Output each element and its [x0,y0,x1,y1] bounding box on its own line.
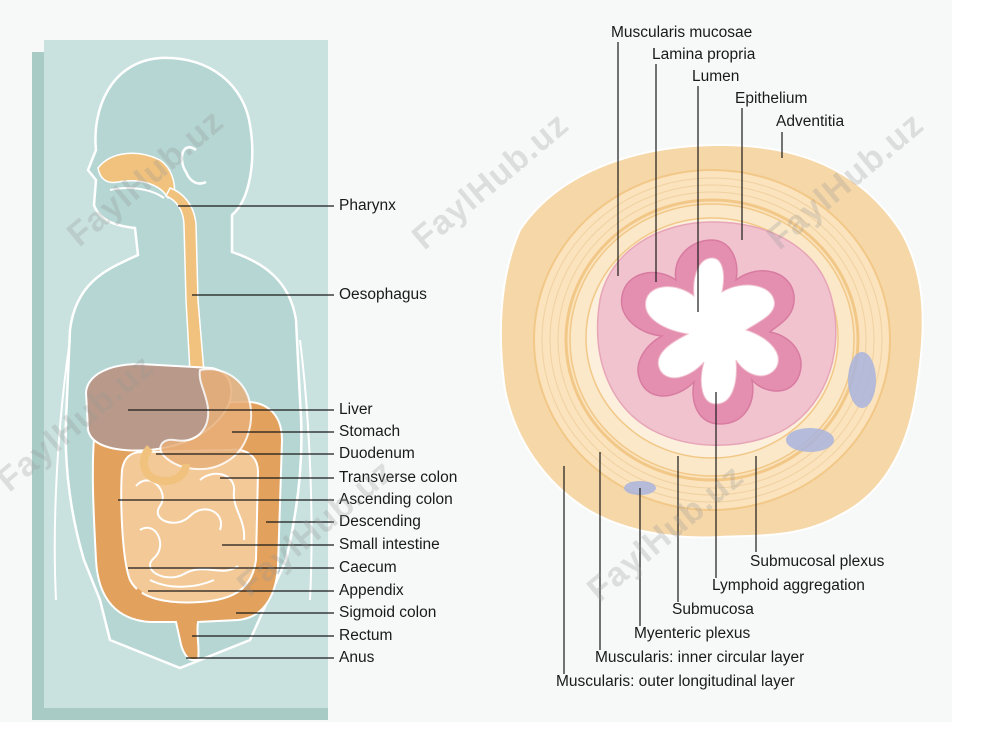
ear-outline [180,146,207,185]
arm-outline-left [53,339,71,601]
myenteric-plexus-band [564,198,860,482]
label-ascending-colon: Ascending colon [339,491,453,508]
label-lymphoid-aggregation: Lymphoid aggregation [712,577,865,594]
label-transverse-colon: Transverse colon [339,469,458,486]
label-muscularis-inner: Muscularis: inner circular layer [595,649,805,666]
label-myenteric-plexus: Myenteric plexus [634,625,751,642]
label-duodenum: Duodenum [339,445,415,462]
label-lamina-propria: Lamina propria [652,46,756,63]
duodenum [139,445,190,485]
label-anus: Anus [339,649,375,666]
label-sigmoid-colon: Sigmoid colon [339,604,437,621]
label-stomach: Stomach [339,423,401,440]
leader-lines [118,42,783,674]
label-liver: Liver [339,401,373,418]
label-pharynx: Pharynx [339,197,396,214]
appendix [131,588,143,619]
label-muscularis-outer: Muscularis: outer longitudinal layer [556,673,795,690]
label-adventitia: Adventitia [776,113,845,130]
tongue-line [109,187,165,199]
label-small-intestine: Small intestine [339,536,440,553]
label-muscularis-mucosae: Muscularis mucosae [611,24,753,41]
muscle-striations [541,177,883,503]
label-submucosal-plexus: Submucosal plexus [750,553,885,570]
intestine-loops [135,472,246,588]
small-intestine-area [120,448,260,604]
label-oesophagus: Oesophagus [339,286,427,303]
label-caecum: Caecum [339,559,397,576]
gut-cross-section [499,143,924,539]
label-descending: Descending [339,513,421,530]
label-rectum: Rectum [339,627,393,644]
label-submucosa: Submucosa [672,601,754,618]
label-epithelium: Epithelium [735,90,808,107]
label-lumen: Lumen [692,68,740,85]
stomach [159,368,252,471]
label-appendix: Appendix [339,582,404,599]
